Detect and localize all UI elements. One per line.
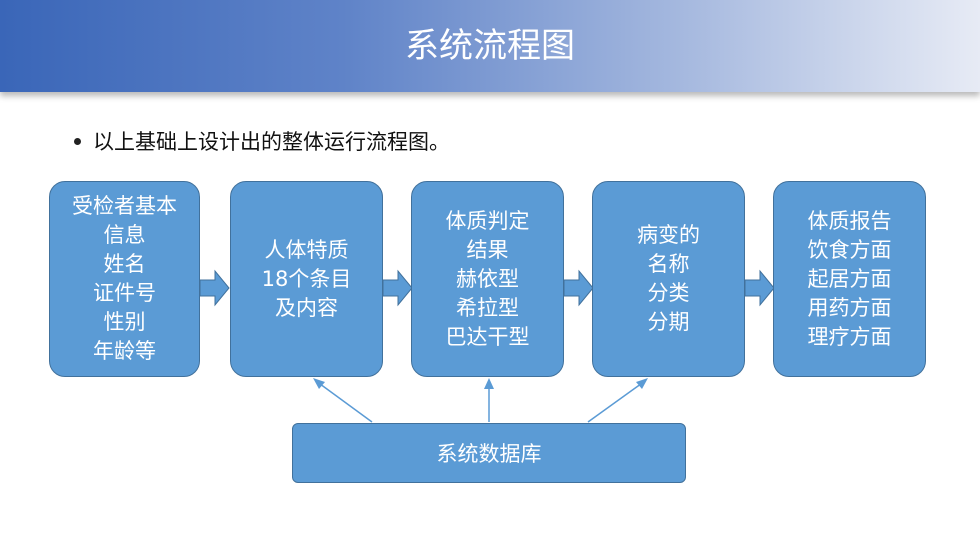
box-line: 人体特质: [264, 237, 349, 262]
box-line: 结果: [466, 237, 509, 262]
bullet-dot-icon: [74, 137, 81, 145]
box-line: 饮食方面: [807, 237, 892, 262]
box-line: 及内容: [275, 295, 338, 320]
db-arrow-right: [587, 380, 646, 423]
box-line: 起居方面: [807, 266, 892, 291]
box-line: 赫依型: [456, 266, 519, 291]
box-line: 体质报告: [807, 208, 892, 233]
block-arrow-3: [563, 269, 594, 307]
box-line: 分类: [647, 281, 690, 305]
db-arrow-left-head: [313, 378, 325, 389]
database-box: 系统数据库: [292, 423, 686, 483]
bullet-item: 以上基础上设计出的整体运行流程图。: [74, 126, 450, 156]
box-line: 理疗方面: [807, 324, 892, 349]
box-line: 年龄等: [93, 339, 156, 363]
block-arrow-1: [199, 269, 230, 307]
flow-box-basic-info: 受检者基本 信息 姓名 证件号 性别 年龄等: [49, 181, 200, 377]
slide-title: 系统流程图: [405, 26, 575, 66]
box-line: 体质判定: [445, 208, 530, 233]
box-line: 信息: [103, 223, 146, 247]
box-line: 姓名: [103, 252, 146, 276]
db-arrow-left: [315, 380, 373, 423]
box-line: 用药方面: [807, 295, 892, 320]
flow-box-report: 体质报告 饮食方面 起居方面 用药方面 理疗方面: [773, 181, 926, 377]
block-arrow-2: [382, 269, 413, 307]
header-bar: 系统流程图: [0, 0, 980, 92]
box-line: 受检者基本: [72, 194, 177, 218]
box-line: 巴达干型: [445, 324, 530, 349]
bullet-text: 以上基础上设计出的整体运行流程图。: [93, 130, 450, 154]
box-line: 证件号: [93, 281, 156, 305]
box-line: 18个条目: [261, 266, 352, 291]
flow-box-constitution-result: 体质判定 结果 赫依型 希拉型 巴达干型: [411, 181, 564, 377]
block-arrow-4: [744, 269, 775, 307]
box-line: 希拉型: [456, 295, 519, 320]
box-line: 性别: [103, 310, 146, 334]
box-line: 名称: [647, 252, 690, 276]
flow-box-disease: 病变的 名称 分类 分期: [592, 181, 745, 377]
box-line: 分期: [647, 310, 690, 334]
box-line: 病变的: [637, 223, 700, 247]
flow-box-constitution-items: 人体特质 18个条目 及内容: [230, 181, 383, 377]
db-arrow-middle-head: [484, 378, 494, 389]
db-arrow-right-head: [636, 378, 648, 389]
